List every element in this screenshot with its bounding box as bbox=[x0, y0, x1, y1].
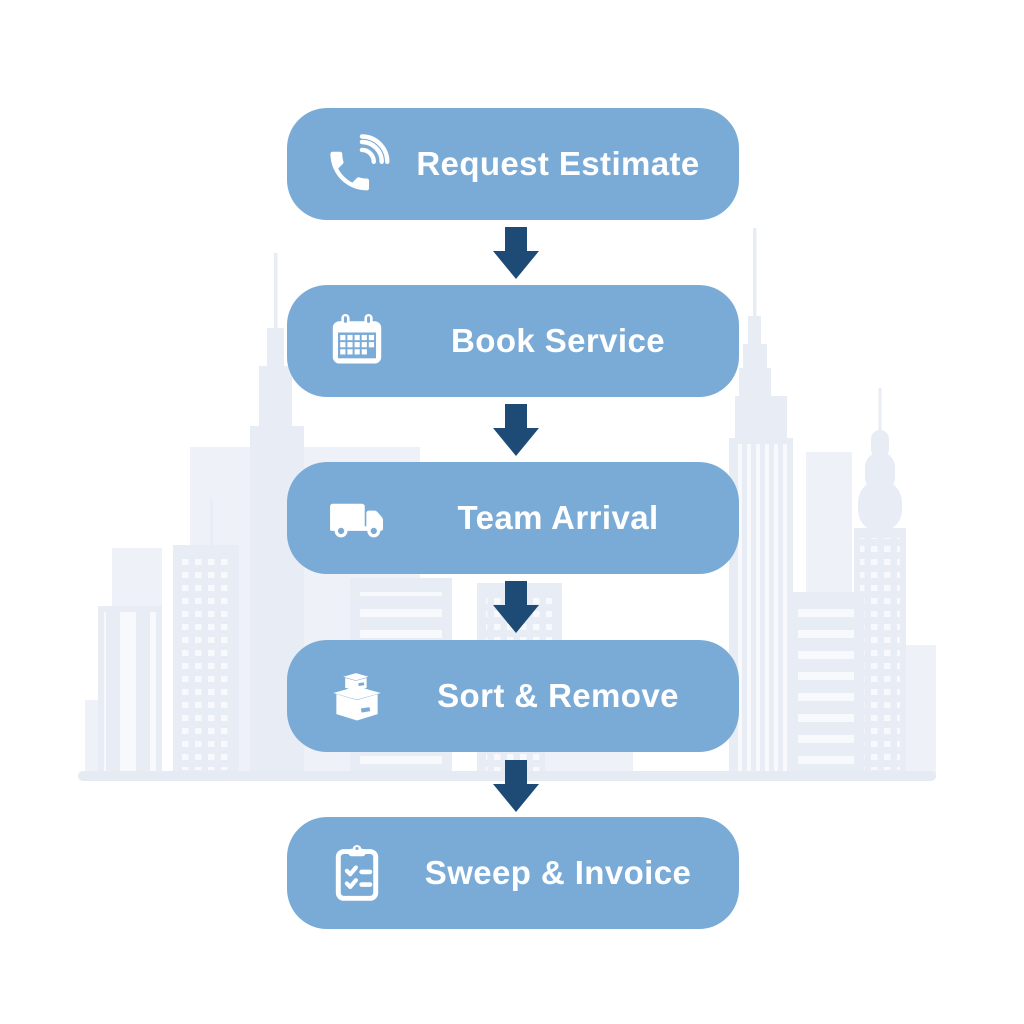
step-team-arrival: Team Arrival bbox=[287, 462, 739, 574]
step-label: Request Estimate bbox=[416, 145, 700, 182]
flow-arrow-down-icon bbox=[491, 404, 541, 456]
flow-arrow-down-icon bbox=[491, 581, 541, 633]
clipboard-checklist-icon bbox=[323, 839, 391, 907]
phone-ringing-icon bbox=[323, 130, 391, 198]
step-request-estimate: Request Estimate bbox=[287, 108, 739, 220]
stacked-boxes-icon bbox=[323, 662, 391, 730]
step-sweep-invoice: Sweep & Invoice bbox=[287, 817, 739, 929]
step-label: Sort & Remove bbox=[437, 677, 679, 714]
step-label: Team Arrival bbox=[457, 499, 659, 536]
calendar-icon bbox=[323, 307, 391, 375]
truck-icon bbox=[323, 484, 391, 552]
flow-arrow-down-icon bbox=[491, 760, 541, 812]
step-sort-remove: Sort & Remove bbox=[287, 640, 739, 752]
step-label: Sweep & Invoice bbox=[424, 854, 692, 891]
flow-arrow-down-icon bbox=[491, 227, 541, 279]
step-book-service: Book Service bbox=[287, 285, 739, 397]
step-label: Book Service bbox=[451, 322, 665, 359]
